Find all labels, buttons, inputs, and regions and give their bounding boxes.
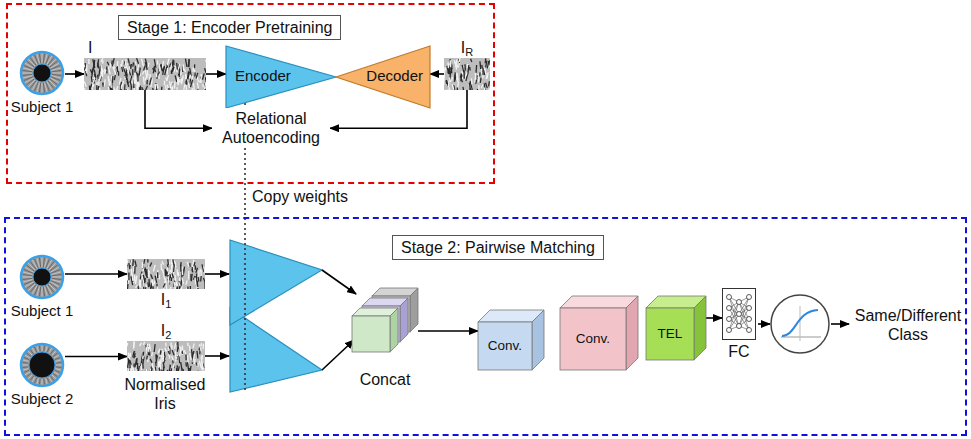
layer-label: Decoder (366, 67, 423, 85)
image-symbol: IR (461, 38, 473, 57)
stage-region: Stage 1: Encoder PretrainingSubject 1 I En… (6, 3, 495, 184)
decoder-triangle: Decoder (336, 46, 430, 108)
subject-label: Subject 2 (11, 390, 74, 408)
concat-drawing (352, 288, 418, 352)
iris-strip: I (84, 58, 206, 90)
layer-label: Conv. (560, 308, 626, 370)
eye-drawing (19, 254, 65, 300)
layer-label: TEL (646, 308, 694, 360)
image-symbol: I2 (161, 321, 172, 340)
loss-text: Relational Autoencoding (212, 108, 330, 148)
eye-image: Subject 2 (19, 342, 65, 388)
sigmoid-symbol (771, 295, 829, 353)
connector-arrow (706, 317, 722, 319)
iris-texture (127, 259, 205, 289)
input-label: Normalised Iris (114, 375, 216, 413)
concat-block: Concat (352, 288, 418, 352)
loss-label: Relational Autoencoding (212, 108, 330, 148)
eye-image: Subject 1 (19, 50, 65, 96)
connector-arrow (418, 330, 478, 332)
fc-label: FC (728, 342, 749, 361)
iris-texture (444, 58, 490, 90)
encoder-copy (230, 240, 322, 392)
tel-layer: TEL (646, 296, 706, 360)
iris-strip: IR (444, 58, 490, 90)
connector-arrow (145, 90, 212, 128)
iris-texture (84, 58, 206, 90)
fc-drawing (722, 288, 756, 340)
conv-layer: Conv. (478, 310, 544, 370)
eye-image: Subject 1 (19, 254, 65, 300)
fc-layer: FC (722, 288, 756, 340)
connector-arrow (65, 73, 84, 75)
concat-label: Concat (360, 370, 411, 389)
connector-arrow (65, 356, 127, 358)
stage-region: Stage 2: Pairwise MatchingSubject 1I1Sub… (4, 217, 967, 436)
image-symbol: I1 (161, 290, 172, 309)
output-label: Same/Different Class (850, 306, 966, 344)
eye-drawing (19, 342, 65, 388)
subject-label: Subject 1 (11, 98, 74, 116)
connector-arrow (430, 73, 444, 75)
connector-arrow (206, 73, 226, 75)
eye-drawing (19, 50, 65, 96)
layer-label: Conv. (478, 322, 532, 370)
image-symbol: I (88, 38, 92, 57)
connector-arrow (65, 273, 127, 275)
iris-strip: I2 (127, 341, 205, 371)
iris-texture (127, 341, 205, 371)
layer-label: Encoder (235, 67, 291, 85)
subject-label: Subject 1 (11, 302, 74, 320)
copy-label: Copy weights (252, 187, 348, 206)
stage-title: Stage 1: Encoder Pretraining (118, 15, 341, 40)
layout-arrows (205, 270, 849, 370)
stage-title: Stage 2: Pairwise Matching (392, 235, 604, 260)
conv-layer: Conv. (560, 296, 638, 370)
encoder-triangle: Encoder (226, 46, 336, 108)
iris-strip: I1 (127, 259, 205, 289)
